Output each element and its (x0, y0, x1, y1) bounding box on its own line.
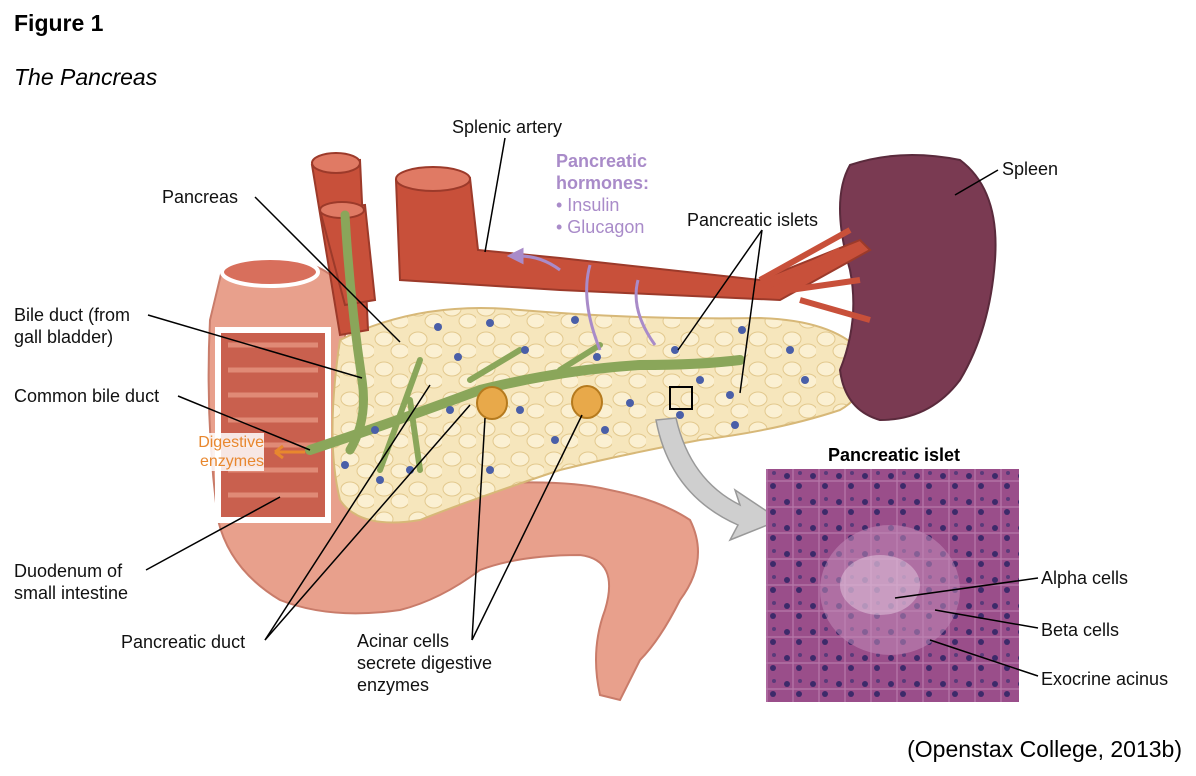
label-pancreas: Pancreas (162, 187, 239, 207)
label-bile-duct: Bile duct (from gall bladder) (14, 305, 131, 347)
hormone-legend: Pancreatic hormones: • Insulin • Glucago… (556, 150, 649, 238)
acini (476, 385, 603, 420)
label-exocrine-acinus: Exocrine acinus (1041, 669, 1169, 689)
label-pancreatic-duct: Pancreatic duct (121, 632, 246, 652)
label-beta-cells: Beta cells (1041, 620, 1120, 640)
label-common-bile-duct: Common bile duct (14, 386, 160, 406)
zoom-arrow (655, 417, 782, 542)
hormone-arrows (506, 247, 657, 351)
islet-micrograph (766, 469, 1019, 702)
hormone-heading: Pancreatic hormones: (556, 151, 650, 193)
spleen (838, 154, 997, 422)
label-duodenum: Duodenum of small intestine (14, 561, 129, 603)
hormone-insulin: • Insulin (556, 195, 620, 215)
figure-number: Figure 1 (14, 10, 104, 36)
duodenum (207, 256, 699, 702)
label-alpha-cells: Alpha cells (1041, 568, 1129, 588)
label-acinar-cells: Acinar cells secrete digestive enzymes (357, 631, 493, 695)
label-spleen: Spleen (1002, 159, 1059, 179)
hormone-glucagon: • Glucagon (556, 217, 645, 237)
figure-credit: (Openstax College, 2013b) (907, 736, 1182, 762)
leader-lines (145, 137, 1039, 677)
label-pancreatic-islets: Pancreatic islets (687, 210, 819, 230)
enzyme-arrow (274, 444, 305, 460)
zoom-box (669, 386, 693, 410)
micrograph-title: Pancreatic islet (827, 445, 961, 465)
pancreatic-duct (305, 210, 745, 473)
islets (341, 316, 809, 484)
label-digestive-enzymes: Digestive enzymes (186, 433, 264, 471)
figure-title: The Pancreas (14, 64, 158, 90)
label-splenic-artery: Splenic artery (452, 117, 563, 137)
